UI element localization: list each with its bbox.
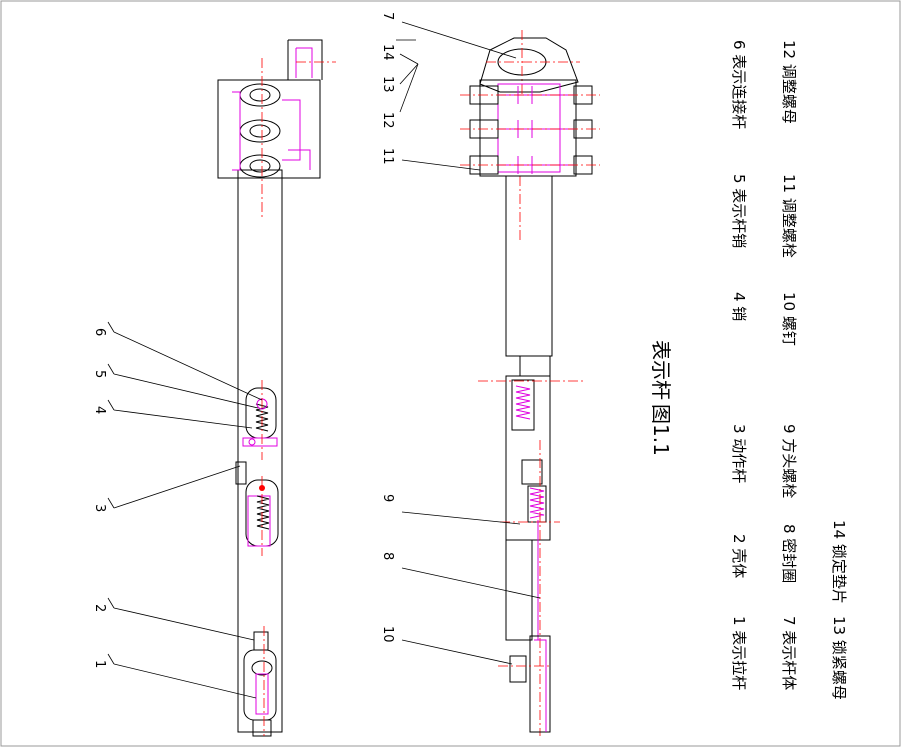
legend-item-10: 10 螺钉 — [780, 292, 798, 346]
right-label-top-4: 11 — [380, 148, 395, 165]
left-head-bolts — [239, 83, 281, 178]
right-eye-head — [479, 37, 579, 93]
caption-title: 表示杆 — [649, 340, 673, 400]
right-label-numbers: 7 14 13 12 11 9 8 10 — [380, 12, 395, 643]
left-label-5: 1 — [92, 660, 107, 668]
left-bottom-pin — [253, 631, 269, 651]
legend-item-6: 6 表示连接杆 — [730, 40, 748, 129]
left-head-hidden — [232, 91, 311, 171]
right-leaders — [396, 21, 541, 665]
right-label-top-3: 12 — [380, 112, 395, 129]
left-upper-slot — [245, 387, 277, 439]
left-bottom-end — [252, 719, 272, 737]
legend-item-4: 4 销 — [730, 292, 748, 321]
left-lower-pin-dot — [259, 485, 265, 491]
right-label-bottom-2: 10 — [380, 626, 395, 643]
left-label-numbers: 6 5 4 3 2 1 — [92, 328, 107, 668]
right-view — [460, 30, 600, 736]
right-label-bottom-1: 8 — [380, 552, 395, 560]
left-bottom-eye — [251, 660, 273, 676]
left-lug-inner — [295, 47, 313, 78]
left-view — [217, 39, 336, 737]
left-side-notch — [235, 461, 247, 485]
legend-item-14: 14 锁定垫片 — [830, 520, 848, 604]
left-label-3: 3 — [92, 504, 107, 512]
legend-item-1: 1 表示拉杆 — [730, 616, 748, 690]
left-label-4: 2 — [92, 604, 107, 612]
right-clamp-block — [479, 79, 577, 177]
left-head-block — [217, 79, 321, 179]
parts-legend: 1 表示拉杆 2 壳体 3 动作杆 4 销 5 表示杆销 6 表示连接杆 7 表… — [730, 40, 848, 700]
right-label-top-2: 13 — [380, 76, 395, 93]
left-label-2: 4 — [92, 406, 107, 414]
legend-item-11: 11 调整螺栓 — [780, 174, 798, 258]
right-upper-spring-box — [511, 379, 535, 431]
caption-prefix: 图1.1 — [649, 404, 673, 456]
right-label-bottom-0: 9 — [380, 494, 395, 502]
right-bottom-pin — [509, 655, 527, 683]
legend-item-13: 13 锁紧螺母 — [830, 616, 848, 700]
left-bottom-slot — [243, 649, 277, 721]
left-lower-spring — [256, 495, 270, 530]
right-bar-upper — [505, 175, 553, 357]
legend-item-2: 2 壳体 — [730, 534, 748, 578]
right-clamp-inner — [497, 83, 561, 173]
left-label-1: 5 — [92, 370, 107, 378]
left-leaders — [107, 321, 263, 699]
right-bottom-hidden — [534, 639, 547, 732]
right-label-top-1: 14 — [380, 44, 395, 61]
right-cam — [521, 459, 543, 485]
right-bar-lower — [505, 539, 533, 641]
right-bar-step — [519, 355, 551, 377]
legend-item-8: 8 密封圈 — [780, 524, 798, 583]
right-bottom-link — [529, 635, 551, 733]
left-bottom-hidden — [255, 673, 269, 715]
right-upper-spring — [515, 385, 531, 420]
legend-item-7: 7 表示杆体 — [780, 616, 798, 690]
legend-item-12: 12 调整螺母 — [780, 40, 798, 124]
legend-item-9: 9 方头螺栓 — [780, 424, 798, 498]
left-small-pin — [248, 438, 256, 446]
right-label-top-0: 7 — [380, 12, 395, 20]
left-lower-hidden — [247, 495, 271, 547]
legend-item-3: 3 动作杆 — [730, 424, 748, 483]
left-bar-body — [237, 169, 283, 733]
left-label-0: 6 — [92, 328, 107, 336]
legend-item-5: 5 表示杆销 — [730, 174, 748, 248]
right-lower-spring — [529, 487, 545, 519]
figure-caption: 图1.1 表示杆 — [649, 340, 673, 456]
left-upper-hidden — [242, 437, 278, 447]
left-head-lug — [287, 39, 323, 80]
right-clamp-bolts — [469, 85, 593, 175]
